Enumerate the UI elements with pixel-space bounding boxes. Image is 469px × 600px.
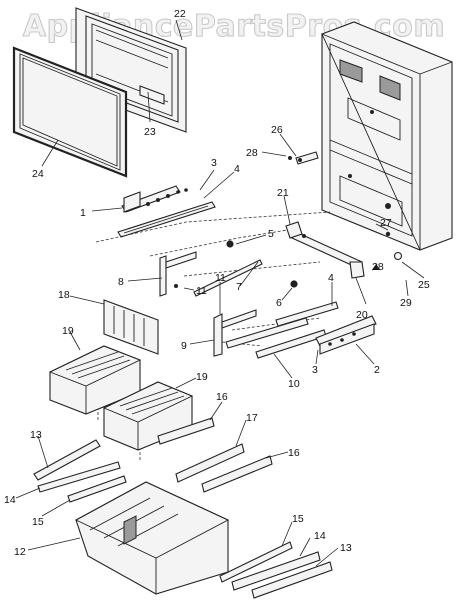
callout-24: 24 <box>32 168 44 180</box>
callout-7: 7 <box>236 281 242 293</box>
callout-3b: 3 <box>312 364 318 376</box>
slide-cover <box>193 259 263 297</box>
callout-12: 12 <box>14 546 26 558</box>
callout-28a: 28 <box>246 147 258 159</box>
callout-25: 25 <box>418 279 430 291</box>
callout-27: 27 <box>380 217 392 229</box>
right-slide-rail <box>285 221 365 279</box>
callout-2: 2 <box>374 364 380 376</box>
callout-4a: 4 <box>234 163 240 175</box>
callout-28b: 28 <box>372 261 384 273</box>
callout-19b: 19 <box>196 371 208 383</box>
right-middle-rails <box>157 417 273 493</box>
left-mid-bracket <box>159 251 197 297</box>
callout-11b: 11 <box>215 272 226 284</box>
callout-21: 21 <box>277 187 289 199</box>
callout-26: 26 <box>271 124 283 136</box>
refrigerator-cabinet <box>321 21 453 251</box>
callout-20: 20 <box>356 309 368 321</box>
callout-3a: 3 <box>211 157 217 169</box>
center-bracket <box>213 309 327 359</box>
glide-cap <box>226 240 234 248</box>
callout-14b: 14 <box>314 530 326 542</box>
left-lower-rails <box>33 439 127 503</box>
callout-10: 10 <box>288 378 300 390</box>
upper-basket <box>48 345 142 415</box>
callout-15b: 15 <box>292 513 304 525</box>
callout-23: 23 <box>144 126 156 138</box>
callout-14a: 14 <box>4 494 16 506</box>
callout-22: 22 <box>174 8 186 20</box>
callout-13a: 13 <box>30 429 42 441</box>
callout-15a: 15 <box>32 516 44 528</box>
upper-left-slide-rail <box>117 201 216 238</box>
callout-17: 17 <box>246 412 258 424</box>
upper-left-bracket <box>121 185 188 213</box>
slide-stop <box>290 280 298 288</box>
leader-lines <box>15 19 425 567</box>
callout-13b: 13 <box>340 542 352 554</box>
callout-6: 6 <box>276 297 282 309</box>
callout-16a: 16 <box>216 391 228 403</box>
callout-8: 8 <box>118 276 124 288</box>
callout-16b: 16 <box>288 447 300 459</box>
callout-1: 1 <box>80 207 86 219</box>
callout-5: 5 <box>268 228 274 240</box>
right-lower-bracket <box>275 301 377 355</box>
callout-19a: 19 <box>62 325 74 337</box>
callout-18: 18 <box>58 289 70 301</box>
crisper-bin <box>75 481 230 595</box>
right-lower-rails <box>219 541 333 599</box>
callout-4b: 4 <box>328 272 334 284</box>
callout-labels: 22 23 24 3 4 1 26 28 21 27 5 8 11 7 6 11… <box>4 8 430 558</box>
callout-11a: 11 <box>196 285 207 297</box>
callout-29: 29 <box>400 297 412 309</box>
door-gasket <box>12 46 128 178</box>
callout-9: 9 <box>181 340 187 352</box>
